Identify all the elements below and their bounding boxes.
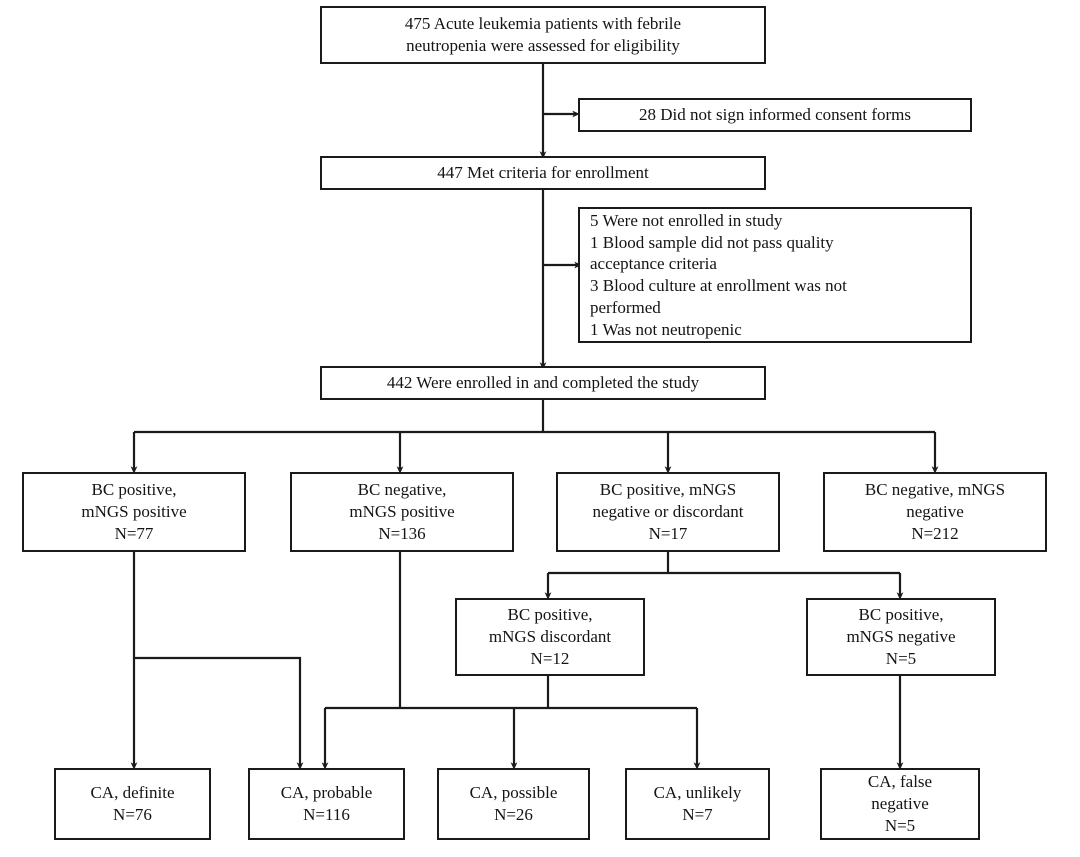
node-not-enrolled: 5 Were not enrolled in study 1 Blood sam… — [578, 207, 972, 343]
node-met-criteria-text: 447 Met criteria for enrollment — [437, 163, 649, 183]
node-not-enrolled-text: 5 Were not enrolled in study 1 Blood sam… — [590, 210, 847, 339]
node-did-not-sign-consent: 28 Did not sign informed consent forms — [578, 98, 972, 132]
node-no-consent-text: 28 Did not sign informed consent forms — [639, 105, 911, 125]
node-bc-negative-mngs-positive: BC negative, mNGS positive N=136 — [290, 472, 514, 552]
node-bc-pos-mngs-pos-text: BC positive, mNGS positive N=77 — [81, 480, 187, 543]
node-ca-probable-text: CA, probable N=116 — [280, 783, 373, 824]
node-bc-positive-mngs-negative: BC positive, mNGS negative N=5 — [806, 598, 996, 676]
node-assessed-for-eligibility: 475 Acute leukemia patients with febrile… — [320, 6, 766, 64]
node-ca-unlikely: CA, unlikely N=7 — [625, 768, 770, 840]
node-bc-positive-mngs-positive: BC positive, mNGS positive N=77 — [22, 472, 246, 552]
node-enrolled-text: 442 Were enrolled in and completed the s… — [386, 373, 700, 393]
node-met-criteria: 447 Met criteria for enrollment — [320, 156, 766, 190]
node-ca-possible-text: CA, possible N=26 — [469, 783, 558, 824]
node-bc-negative-mngs-negative: BC negative, mNGS negative N=212 — [823, 472, 1047, 552]
node-enrolled-completed: 442 Were enrolled in and completed the s… — [320, 366, 766, 400]
node-bc-pos-mngs-disc-text: BC positive, mNGS discordant N=12 — [488, 605, 612, 668]
node-ca-unlikely-text: CA, unlikely N=7 — [653, 783, 742, 824]
node-ca-definite-text: CA, definite N=76 — [90, 783, 175, 824]
node-bc-neg-mngs-neg-text: BC negative, mNGS negative N=212 — [864, 480, 1006, 543]
node-bc-pos-mngs-neg-or-disc-text: BC positive, mNGS negative or discordant… — [592, 480, 744, 543]
node-ca-false-negative: CA, false negative N=5 — [820, 768, 980, 840]
node-ca-false-negative-text: CA, false negative N=5 — [867, 772, 933, 835]
node-ca-definite: CA, definite N=76 — [54, 768, 211, 840]
node-bc-positive-mngs-negative-or-discordant: BC positive, mNGS negative or discordant… — [556, 472, 780, 552]
node-assessed-text: 475 Acute leukemia patients with febrile… — [404, 14, 682, 55]
edge-bc-pos-mngs-pos-to-ca-probable — [134, 656, 304, 770]
node-ca-probable: CA, probable N=116 — [248, 768, 405, 840]
node-bc-neg-mngs-pos-text: BC negative, mNGS positive N=136 — [349, 480, 455, 543]
node-ca-possible: CA, possible N=26 — [437, 768, 590, 840]
node-bc-pos-mngs-neg-text: BC positive, mNGS negative N=5 — [846, 605, 956, 668]
node-bc-positive-mngs-discordant: BC positive, mNGS discordant N=12 — [455, 598, 645, 676]
